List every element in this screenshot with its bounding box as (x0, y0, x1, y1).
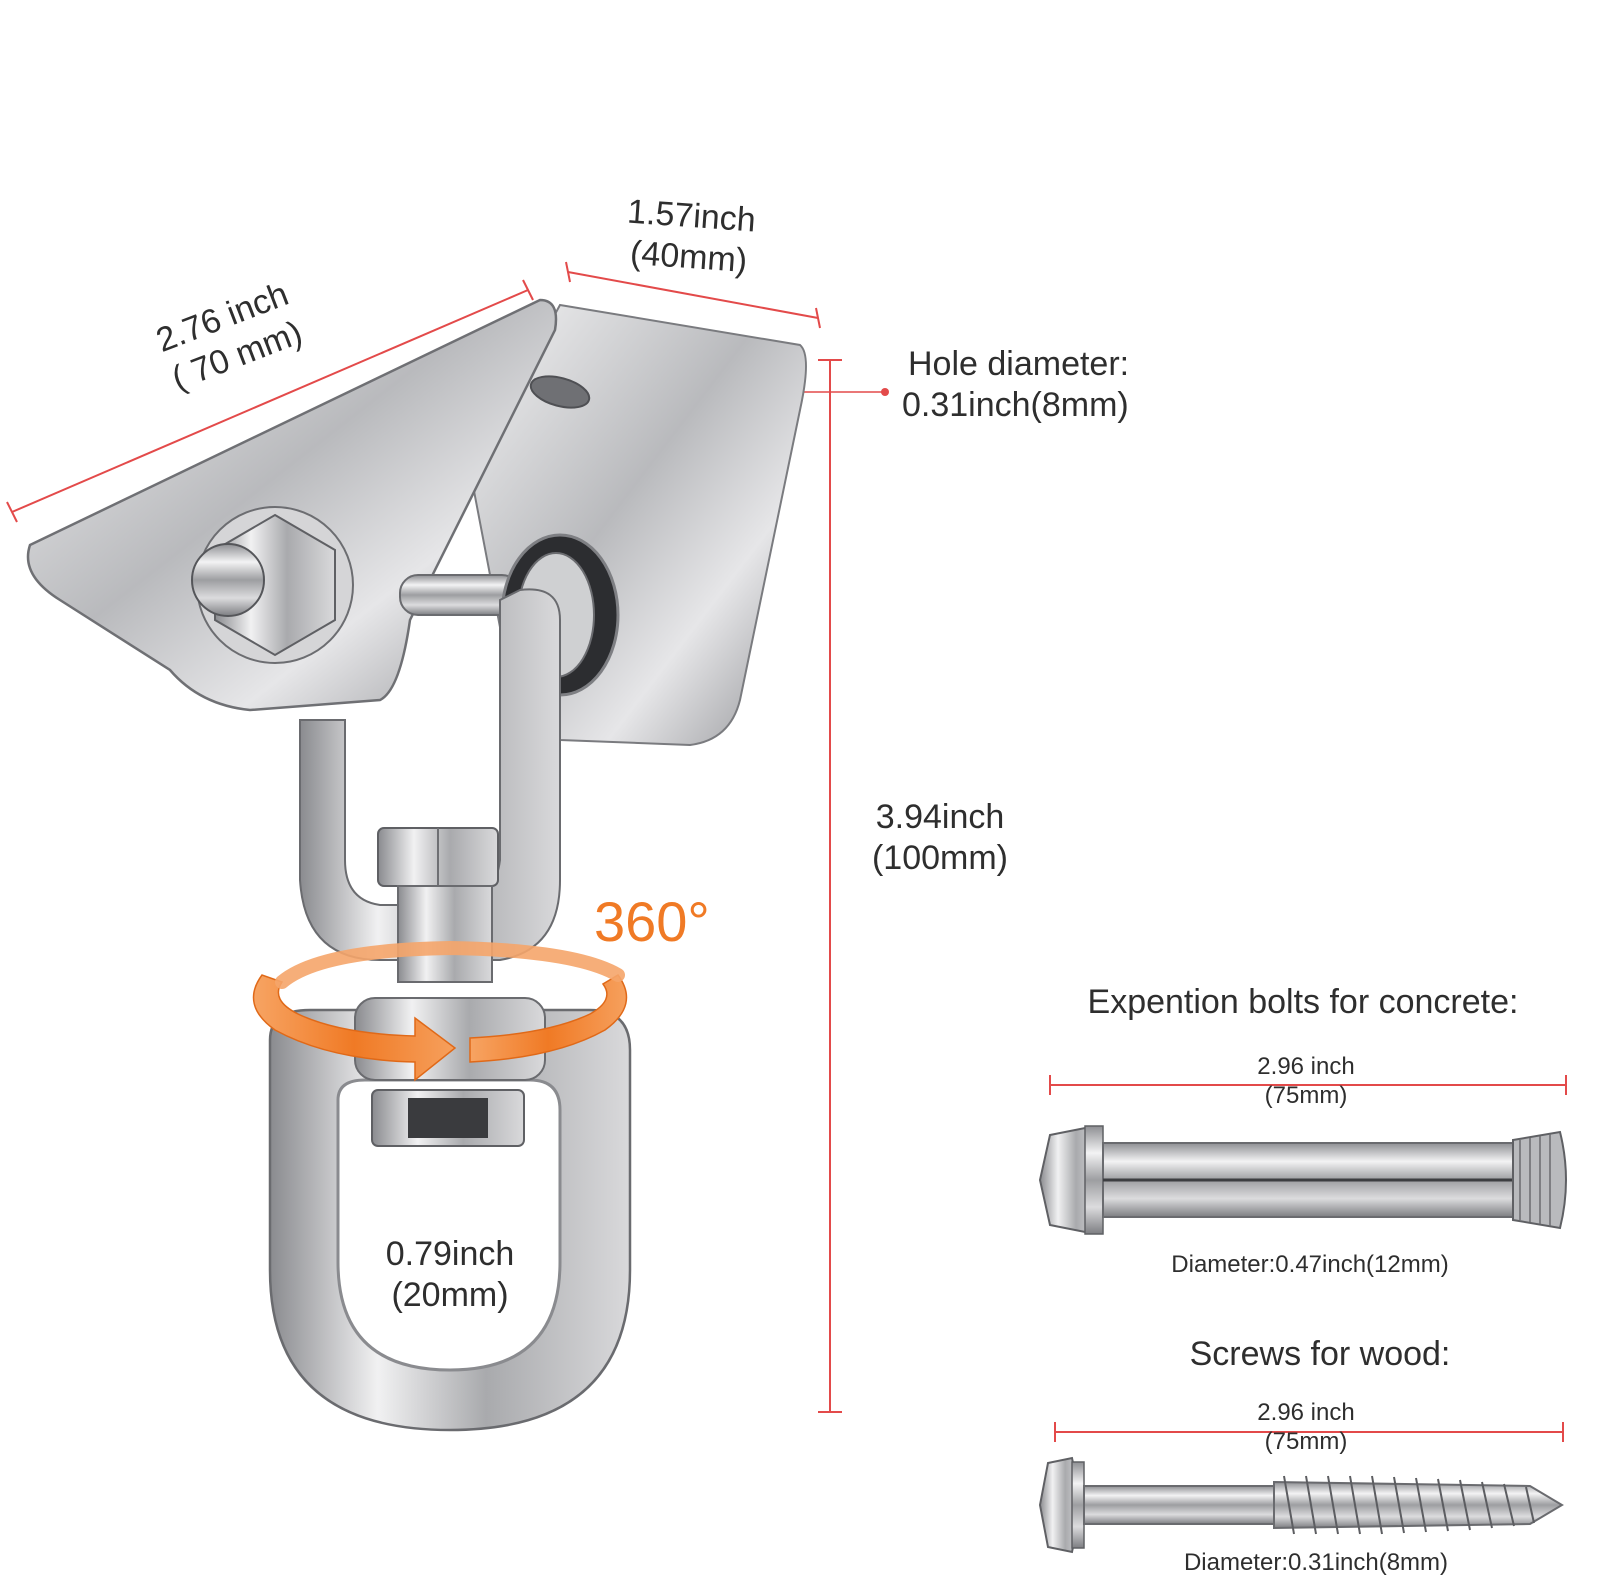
rotation-arrow-icon (252, 940, 628, 1082)
swing-hanger-illustration (26, 298, 807, 1432)
hole-diameter-title: Hole diameter: (908, 345, 1130, 383)
bolt-dimension-line (1049, 1075, 1567, 1095)
height-dimension-line (818, 359, 842, 1413)
ring-inch: 0.79inch (385, 1235, 515, 1273)
height-inch: 3.94inch (875, 798, 1005, 836)
hole-diameter-value: 0.31inch(8mm) (902, 386, 1129, 425)
hole-diameter-label: Hole diameter: 0.31inch(8mm) (902, 344, 1129, 427)
screw-shank (1083, 1485, 1275, 1525)
bolts-length-mm: (75mm) (1264, 1082, 1348, 1110)
screw-dimension-line (1054, 1422, 1564, 1442)
ring-label: 0.79inch (20mm) (360, 1234, 540, 1317)
screws-heading: Screws for wood: (1189, 1335, 1451, 1373)
ring-mm: (20mm) (391, 1276, 509, 1315)
height-label: 3.94inch (100mm) (850, 797, 1030, 880)
plate-length-dimension-line (6, 279, 534, 523)
bolts-diameter-label: Diameter:0.47inch(12mm) (1171, 1251, 1449, 1278)
rotation-label: 360° (594, 890, 710, 953)
height-mm: (100mm) (871, 839, 1009, 878)
swivel-barrel (397, 885, 493, 983)
expansion-bolt-illustration (1038, 1125, 1567, 1235)
screws-length-inch: 2.96 inch (1257, 1399, 1355, 1426)
bolts-length-label: 2.96 inch (75mm) (1186, 1052, 1426, 1111)
screws-length-label: 2.96 inch (75mm) (1186, 1398, 1426, 1457)
bolts-length-inch: 2.96 inch (1257, 1053, 1355, 1080)
plate-width-label: 1.57inch (40mm) (597, 190, 782, 285)
wood-screw-illustration (1038, 1456, 1564, 1554)
plate-hole (529, 375, 591, 409)
mounting-plate-front (26, 298, 558, 712)
bolts-heading: Expention bolts for concrete: (1087, 983, 1519, 1021)
screws-length-mm: (75mm) (1264, 1428, 1348, 1456)
plate-width-dimension-line (565, 261, 821, 329)
screws-diameter-label: Diameter:0.31inch(8mm) (1183, 1549, 1449, 1576)
